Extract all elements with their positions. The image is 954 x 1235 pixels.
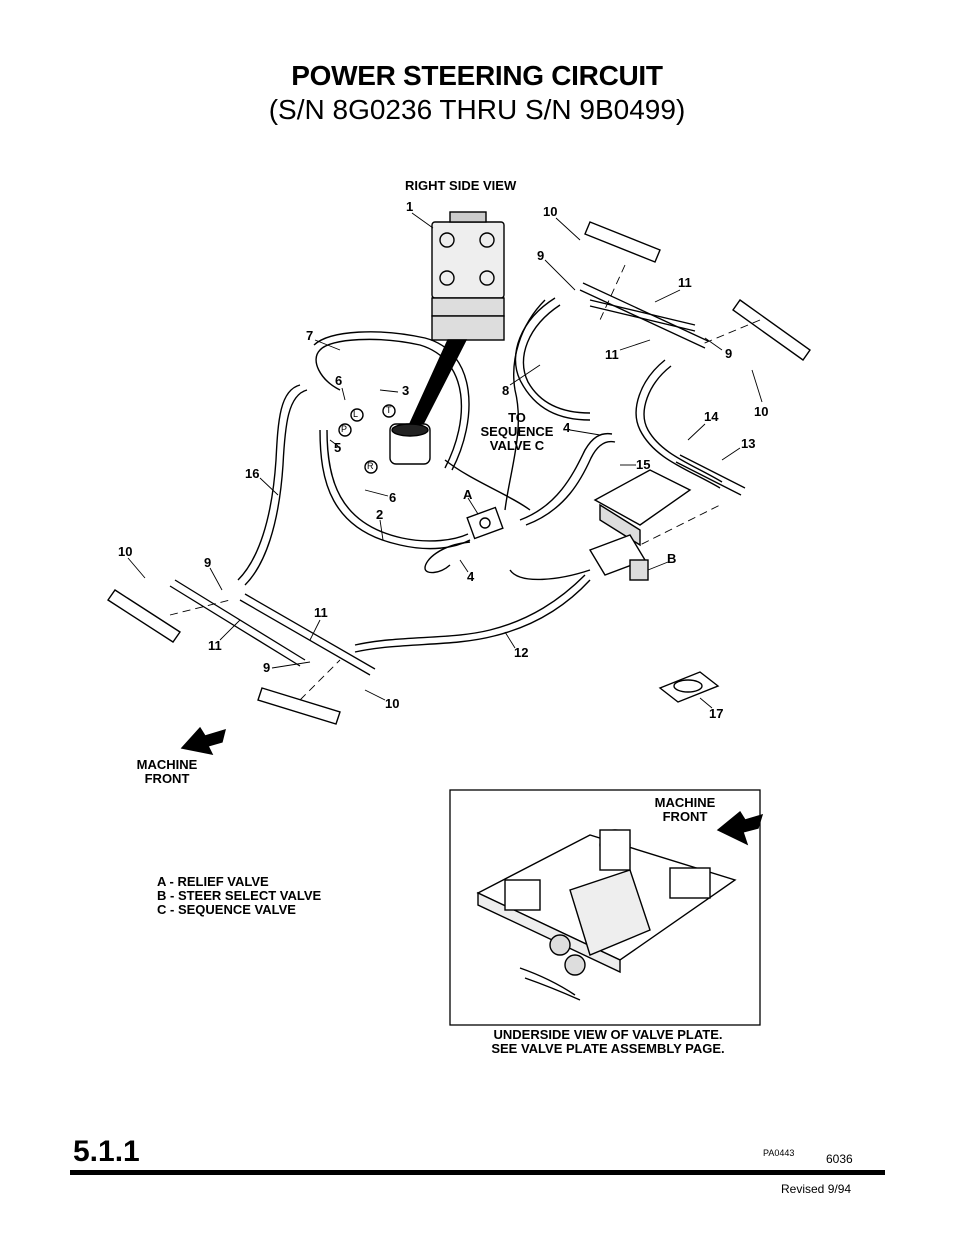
callout-9-d: 9 (263, 660, 271, 675)
hose-4b (519, 432, 613, 521)
port-p-label: P (341, 424, 348, 434)
callout-13: 13 (741, 436, 756, 451)
page-subtitle: (S/N 8G0236 THRU S/N 9B0499) (268, 94, 686, 125)
callout-8: 8 (502, 383, 510, 398)
port-l-label: L (353, 409, 359, 419)
callout-15: 15 (636, 457, 651, 472)
underside-view-box (449, 789, 761, 1026)
callout-12: 12 (514, 645, 529, 660)
callout-11-b: 11 (605, 347, 619, 362)
front-arrow-left (180, 726, 226, 755)
legend-item-b: B - STEER SELECT VALVE (157, 888, 322, 903)
front-arrow-right (716, 810, 764, 846)
to-sequence-valve-label: TO SEQUENCE VALVE C (480, 410, 554, 453)
callout-9-c: 9 (204, 555, 212, 570)
callout-4-top: 4 (563, 420, 571, 435)
port-markers (338, 404, 396, 474)
steering-unit (389, 211, 505, 465)
callout-16: 16 (245, 466, 260, 481)
callout-10-c: 10 (118, 544, 133, 559)
hose-16 (237, 384, 301, 581)
hose-12b (354, 579, 591, 653)
callout-6-bottom: 6 (389, 490, 397, 505)
valve-plate (476, 829, 737, 1001)
drawing-id: PA0443 (763, 1148, 795, 1158)
callout-5: 5 (334, 440, 342, 455)
callout-4-bottom: 4 (467, 569, 475, 584)
callout-9-a: 9 (537, 248, 545, 263)
callout-6-top: 6 (335, 373, 343, 388)
hose-4c (525, 440, 616, 526)
relief-valve-a (466, 506, 504, 540)
callout-9-b: 9 (725, 346, 733, 361)
hose-14 (635, 359, 721, 489)
callout-1: 1 (406, 199, 414, 214)
cylinders (107, 221, 811, 725)
machine-front-label-left: MACHINE FRONT (136, 757, 198, 786)
callout-14: 14 (704, 409, 719, 424)
callout-a: A (463, 487, 473, 502)
hose-left-a (509, 569, 591, 581)
callout-10-a: 10 (543, 204, 558, 219)
hose-8 (514, 297, 591, 421)
callout-2: 2 (376, 507, 384, 522)
hose-12 (354, 574, 586, 646)
callout-b: B (667, 551, 677, 566)
callout-10-b: 10 (754, 404, 769, 419)
revised-date: Revised 9/94 (781, 1182, 852, 1196)
callout-11-c: 11 (314, 605, 328, 620)
seal-kit (658, 671, 720, 703)
callout-11-d: 11 (208, 638, 222, 653)
machine-front-label-right: MACHINE FRONT (654, 795, 716, 824)
section-number: 5.1.1 (73, 1135, 140, 1168)
hose-right-long (504, 299, 546, 511)
port-r-label: R (367, 461, 374, 471)
callout-7: 7 (306, 328, 314, 343)
callout-3: 3 (402, 383, 410, 398)
legend: A - RELIEF VALVE B - STEER SELECT VALVE … (157, 875, 321, 917)
hose-8b (522, 304, 591, 414)
footer-rule (70, 1170, 885, 1175)
hose-7 (315, 338, 463, 469)
hose-8c (444, 459, 531, 511)
legend-item-a: A - RELIEF VALVE (157, 874, 269, 889)
hose-4a (424, 541, 471, 574)
page-code: 6036 (826, 1152, 853, 1166)
callout-11-a: 11 (678, 275, 692, 290)
callout-10-d: 10 (385, 696, 400, 711)
hose-14b (643, 365, 723, 483)
callout-17: 17 (709, 706, 724, 721)
hose-16b (244, 389, 308, 586)
port-t-label: T (386, 405, 392, 415)
underside-view-caption: UNDERSIDE VIEW OF VALVE PLATE. SEE VALVE… (491, 1027, 725, 1056)
control-valve (588, 469, 692, 581)
page-title: POWER STEERING CIRCUIT (291, 60, 663, 91)
hose-7b (313, 331, 470, 471)
legend-item-c: C - SEQUENCE VALVE (157, 902, 296, 917)
right-side-view-label: RIGHT SIDE VIEW (405, 178, 517, 193)
hose-2b (326, 429, 469, 542)
